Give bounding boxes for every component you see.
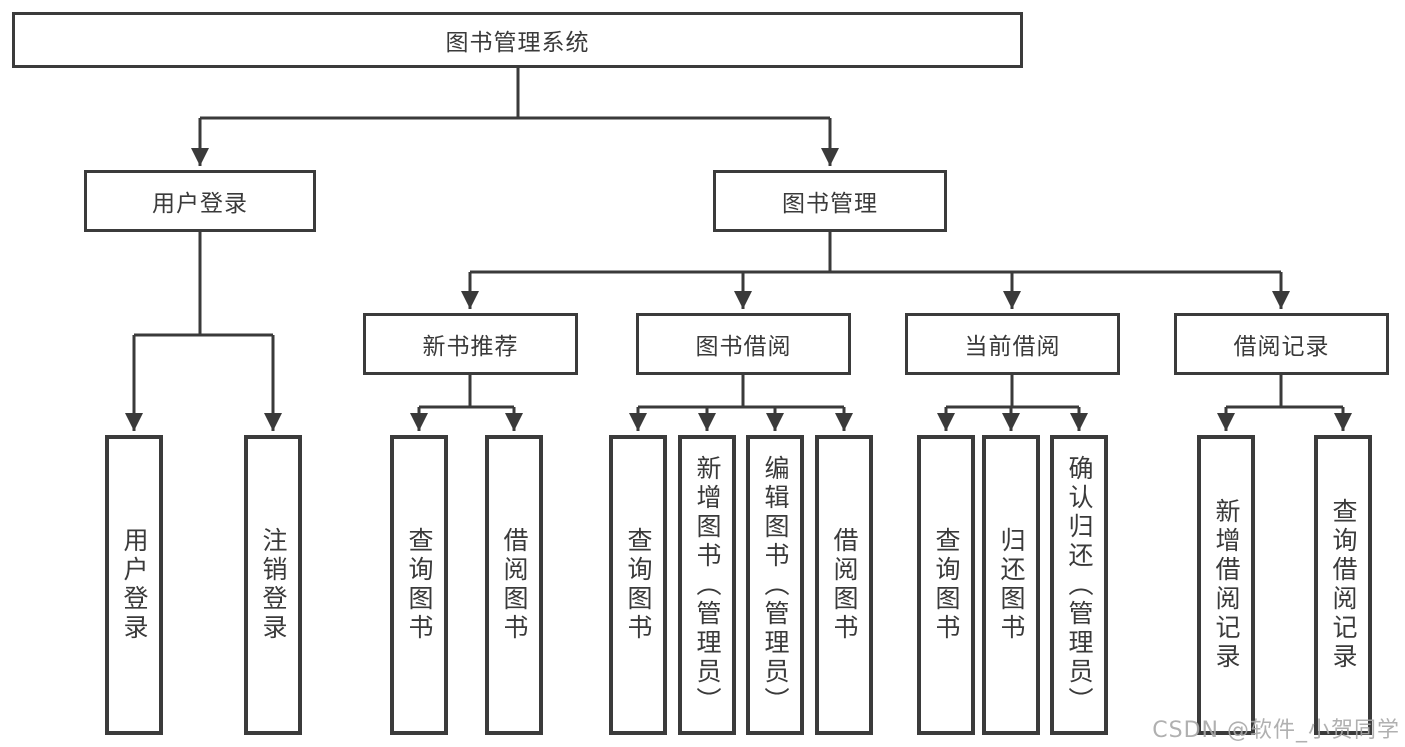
node-leaf-query-borrow-record: 查询借阅记录 [1314, 435, 1372, 735]
node-leaf-add-borrow-record-label: 新增借阅记录 [1212, 498, 1241, 672]
node-current-borrowing: 当前借阅 [905, 313, 1120, 375]
node-leaf-return-book-label: 归还图书 [997, 527, 1026, 643]
node-leaf-query-borrow-record-label: 查询借阅记录 [1329, 498, 1358, 672]
node-leaf-query-books-b-label: 查询图书 [624, 527, 653, 643]
node-leaf-logout: 注销登录 [244, 435, 302, 735]
node-leaf-borrow-books-b-label: 借阅图书 [830, 527, 859, 643]
node-root: 图书管理系统 [12, 12, 1023, 68]
node-leaf-query-books-a: 查询图书 [390, 435, 448, 735]
node-leaf-confirm-return: 确认归还（管理员） [1050, 435, 1108, 735]
node-leaf-edit-book: 编辑图书（管理员） [746, 435, 804, 735]
node-current-borrowing-label: 当前借阅 [964, 334, 1061, 360]
node-leaf-query-books-c: 查询图书 [917, 435, 975, 735]
node-root-label: 图书管理系统 [445, 30, 590, 56]
node-leaf-borrow-books-a-label: 借阅图书 [500, 527, 529, 643]
node-book-management-label: 图书管理 [782, 191, 878, 217]
node-user-login: 用户登录 [84, 170, 316, 232]
node-leaf-borrow-books-b: 借阅图书 [815, 435, 873, 735]
node-leaf-confirm-return-label: 确认归还（管理员） [1065, 454, 1094, 716]
node-leaf-return-book: 归还图书 [982, 435, 1040, 735]
node-borrowing-records: 借阅记录 [1174, 313, 1389, 375]
node-user-login-label: 用户登录 [152, 191, 248, 217]
node-leaf-query-books-c-label: 查询图书 [932, 527, 961, 643]
node-leaf-add-book: 新增图书（管理员） [678, 435, 736, 735]
node-book-management: 图书管理 [713, 170, 947, 232]
node-leaf-query-books-a-label: 查询图书 [405, 527, 434, 643]
node-new-book-recommend: 新书推荐 [363, 313, 578, 375]
node-book-borrowing: 图书借阅 [636, 313, 851, 375]
watermark: CSDN @软件_小贺同学 [1152, 718, 1400, 743]
node-borrowing-records-label: 借阅记录 [1233, 334, 1330, 360]
node-leaf-add-borrow-record: 新增借阅记录 [1197, 435, 1255, 735]
node-leaf-edit-book-label: 编辑图书（管理员） [761, 454, 790, 716]
node-book-borrowing-label: 图书借阅 [695, 334, 792, 360]
node-leaf-logout-label: 注销登录 [259, 527, 288, 643]
node-leaf-query-books-b: 查询图书 [609, 435, 667, 735]
node-leaf-user-login: 用户登录 [105, 435, 163, 735]
node-leaf-user-login-label: 用户登录 [120, 527, 149, 643]
node-leaf-add-book-label: 新增图书（管理员） [693, 454, 722, 716]
node-new-book-recommend-label: 新书推荐 [422, 334, 519, 360]
node-leaf-borrow-books-a: 借阅图书 [485, 435, 543, 735]
